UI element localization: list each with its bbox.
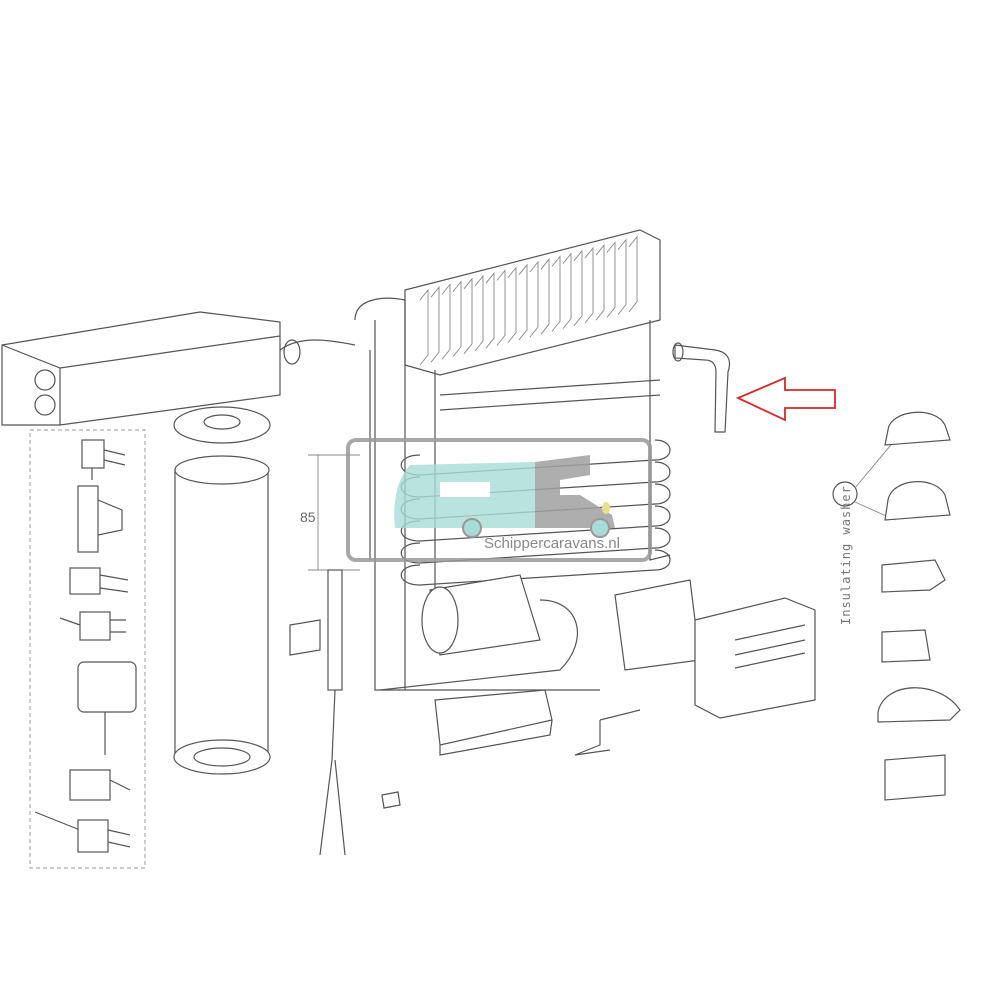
fin (430, 285, 440, 363)
fin (606, 241, 616, 318)
condenser-fins (404, 229, 661, 376)
fin (507, 266, 517, 343)
fin (617, 238, 627, 315)
plug-4 (59, 611, 126, 641)
clip-small (289, 619, 401, 809)
fin (496, 269, 506, 346)
fin (441, 283, 451, 360)
burner-housing (1, 311, 356, 426)
plug-1 (81, 439, 126, 480)
plug-3 (69, 567, 129, 595)
bracket-rod (574, 709, 641, 756)
plug-5 (77, 661, 137, 755)
control-module (614, 579, 816, 719)
insulating-washer (832, 481, 858, 507)
boiler-tank (379, 574, 578, 691)
fin (584, 246, 594, 324)
fin (452, 280, 462, 357)
dimension-marker: 85 (300, 454, 360, 571)
watermark-text: Schippercaravans.nl (484, 535, 620, 552)
insulating-washer-label: Insulating washer (839, 485, 853, 625)
coil-loop (400, 549, 671, 586)
watermark-logo: Schippercaravans.nl (346, 438, 652, 562)
fin (540, 257, 550, 335)
plug-7 (34, 811, 131, 853)
thermocouple-wire (319, 569, 346, 856)
plug-6 (69, 769, 131, 801)
power-plug-set (29, 429, 146, 869)
fin (485, 271, 495, 349)
fin (562, 252, 572, 329)
red-arrow-icon (735, 376, 836, 422)
fin (628, 235, 638, 313)
burner-tray (434, 689, 553, 756)
plug-2 (77, 485, 123, 553)
fin (529, 260, 539, 338)
highlight-arrow (735, 376, 836, 422)
coil-loop (400, 527, 671, 564)
elbow-pipe-part (672, 342, 731, 433)
fin (474, 274, 484, 352)
flue-cylinder (173, 406, 271, 775)
dimension-label: 85 (300, 509, 316, 525)
fin (595, 243, 605, 321)
clip-parts-column: Insulating washer (832, 411, 961, 801)
fin (551, 255, 561, 332)
fin (463, 277, 473, 355)
fin (573, 249, 583, 327)
fin (518, 263, 528, 341)
fin (419, 288, 429, 366)
